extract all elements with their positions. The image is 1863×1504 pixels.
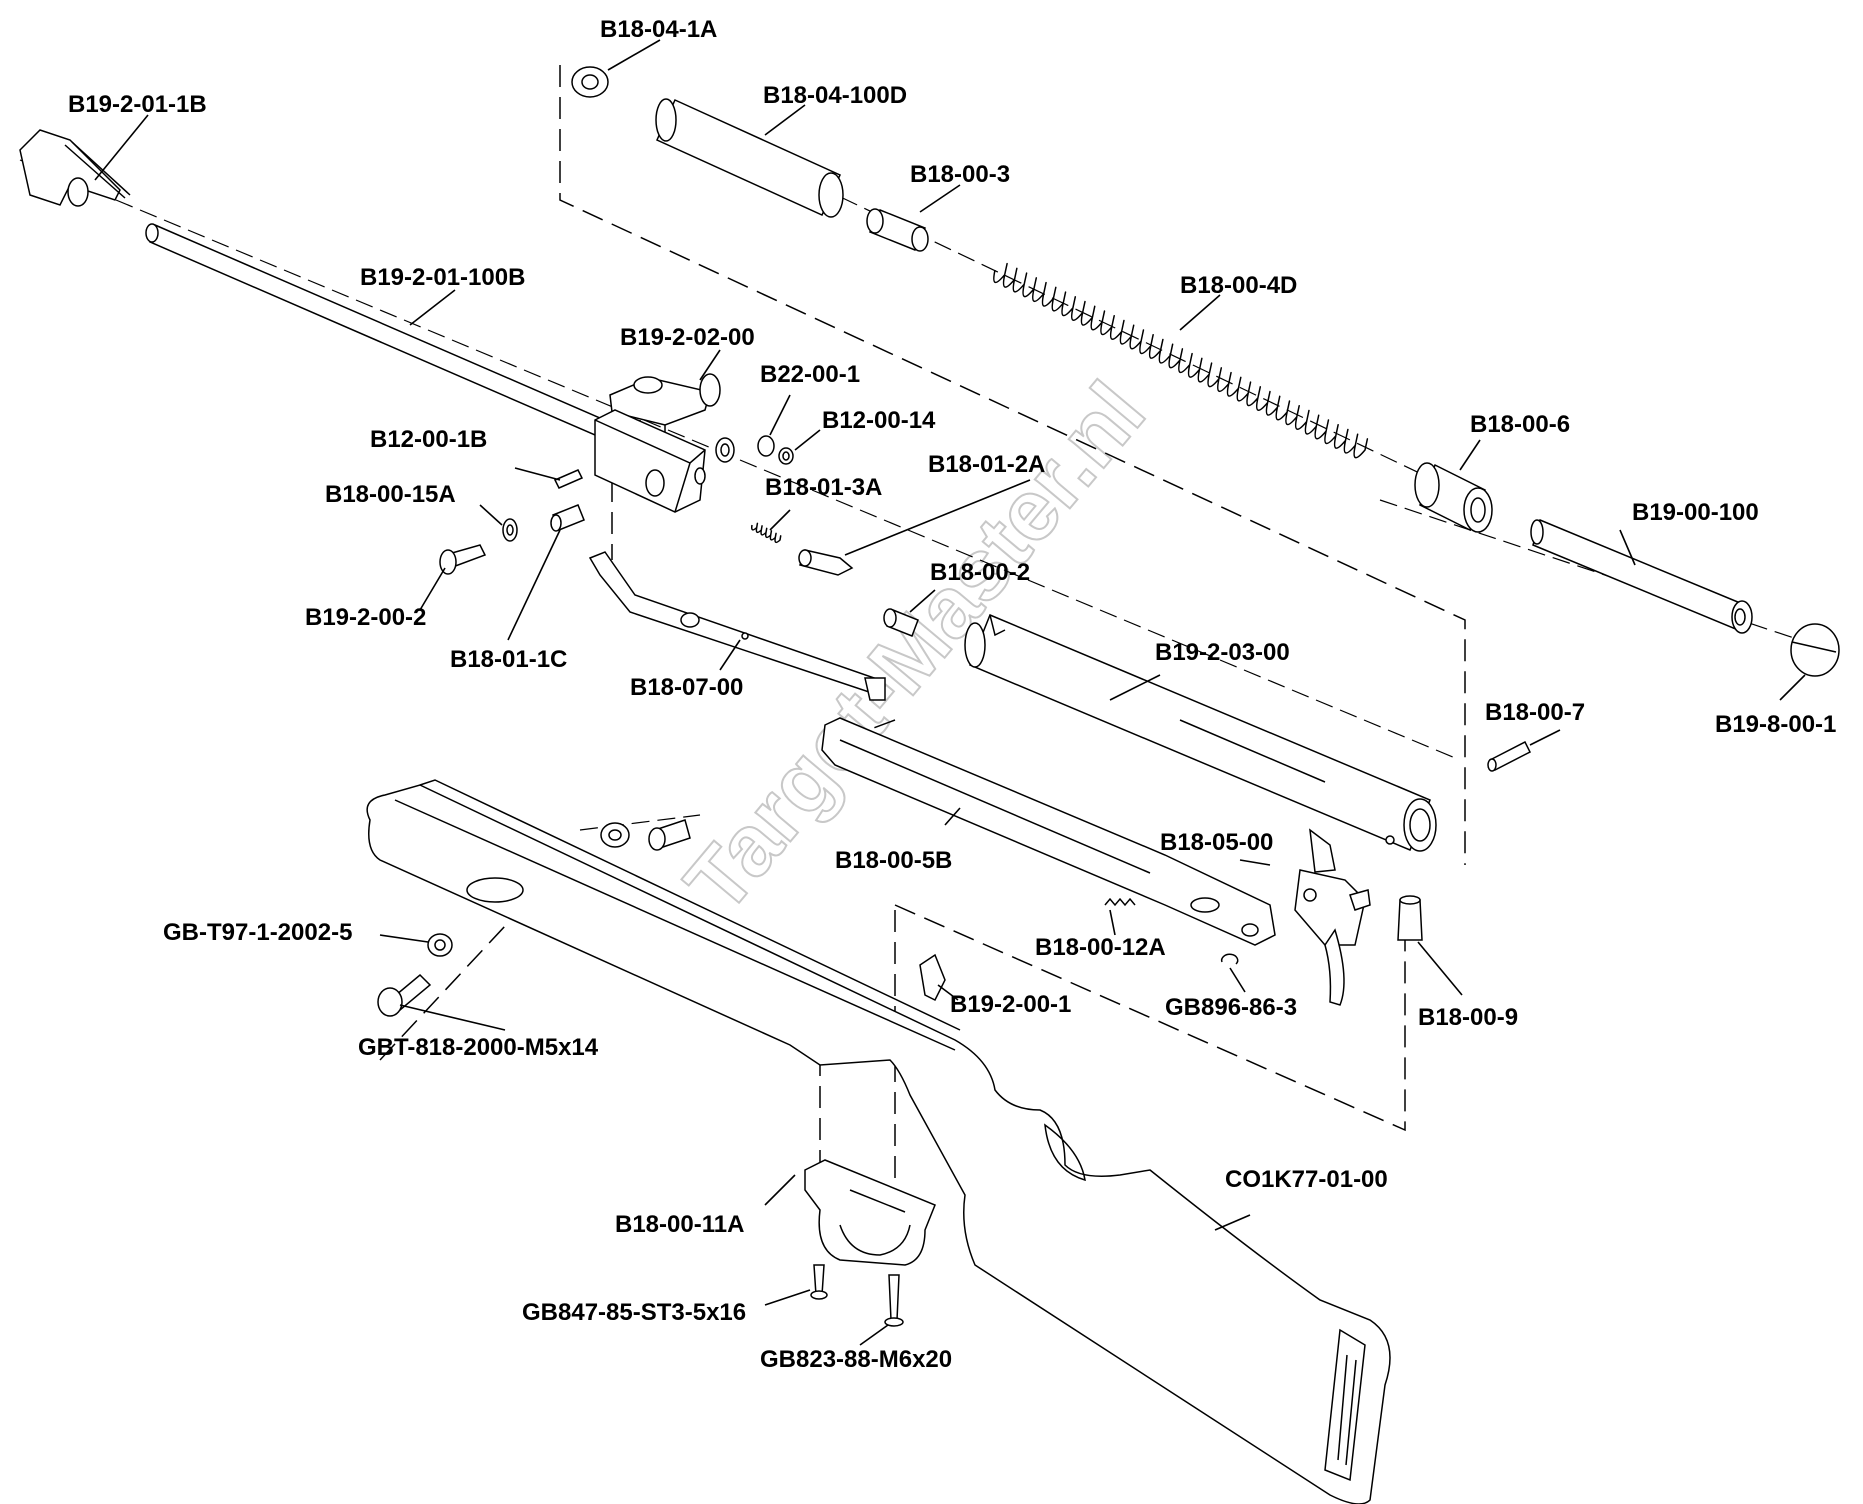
label-p16: B18-00-2	[930, 559, 1030, 586]
label-p05: B19-2-01-100B	[360, 264, 525, 291]
label-p25: GB-T97-1-2002-5	[163, 919, 352, 946]
leader-lines	[94, 39, 1806, 1346]
trigger-valve-part	[883, 608, 919, 637]
label-p33: GB847-85-ST3-5x16	[522, 1299, 746, 1326]
label-p02: B19-2-01-1B	[68, 91, 207, 118]
label-p08: B22-00-1	[760, 361, 860, 388]
label-p24: B18-00-5B	[835, 847, 952, 874]
trigger-pin-part	[1487, 740, 1532, 772]
label-p21: B18-00-7	[1485, 699, 1585, 726]
stock-screw-part	[377, 973, 432, 1017]
spring-cap-part	[1414, 462, 1493, 533]
label-p06: B18-00-4D	[1180, 272, 1297, 299]
trigger-spring-part	[1104, 897, 1136, 907]
label-p34: GB823-88-M6x20	[760, 1346, 952, 1373]
sleeve-part	[550, 504, 585, 532]
small-washer-part	[502, 518, 518, 542]
label-p26: B18-00-12A	[1035, 934, 1166, 961]
label-p09: B12-00-14	[822, 407, 936, 434]
label-p29: B18-00-9	[1418, 1004, 1518, 1031]
label-p27: B19-2-00-1	[950, 991, 1071, 1018]
label-p04: B18-00-3	[910, 161, 1010, 188]
trigger-guard-part	[804, 1159, 936, 1266]
label-p01: B18-04-1A	[600, 16, 717, 43]
detent-part	[798, 549, 854, 576]
safety-clip-part	[919, 953, 946, 1002]
mainspring-part	[993, 262, 1369, 459]
label-p31: CO1K77-01-00	[1225, 1166, 1388, 1193]
compression-tube-part	[964, 614, 1437, 852]
label-p14: B18-01-3A	[765, 474, 882, 501]
label-p32: B18-00-11A	[615, 1211, 744, 1238]
label-p28: GB896-86-3	[1165, 994, 1297, 1021]
label-p15: B19-00-100	[1632, 499, 1759, 526]
cocking-link-part	[588, 551, 886, 701]
stock-part	[366, 779, 1391, 1504]
stock-washer-part	[427, 933, 453, 957]
assembly-lines	[19, 65, 1801, 1180]
barrel-part	[145, 223, 601, 437]
e-clip-part	[1220, 953, 1239, 965]
part-labels: B18-04-1A B19-2-01-1B B18-04-100D B18-00…	[68, 16, 1836, 1373]
label-p23: B18-05-00	[1160, 829, 1273, 856]
rear-sight-part	[609, 373, 721, 440]
trigger-plate-part	[821, 717, 1276, 946]
washer-parts	[715, 435, 794, 465]
guard-screw-large-part	[884, 1274, 904, 1327]
adjuster-screw-part	[1397, 895, 1423, 941]
label-p30: GBT-818-2000-M5x14	[358, 1034, 599, 1061]
label-p10: B12-00-1B	[370, 426, 487, 453]
pivot-pin-part	[553, 469, 584, 489]
label-p13: B18-00-15A	[325, 481, 456, 508]
trigger-assembly-part	[1294, 828, 1371, 1006]
label-p22: B19-8-00-1	[1715, 711, 1836, 738]
stock-washer-screw	[600, 819, 691, 851]
spring-guide-part	[866, 208, 929, 252]
pivot-bolt-part	[439, 544, 487, 575]
end-knob-part	[1790, 623, 1840, 677]
front-sight-part	[19, 129, 131, 207]
label-p17: B19-2-00-2	[305, 604, 426, 631]
end-rod-part	[1530, 518, 1753, 634]
label-p20: B18-07-00	[630, 674, 743, 701]
label-p07: B19-2-02-00	[620, 324, 755, 351]
label-p18: B19-2-03-00	[1155, 639, 1290, 666]
label-p11: B18-01-2A	[928, 451, 1045, 478]
label-p19: B18-01-1C	[450, 646, 567, 673]
guard-screw-small-part	[810, 1264, 828, 1300]
piston-part	[655, 98, 844, 218]
label-p12: B18-00-6	[1470, 411, 1570, 438]
label-p03: B18-04-100D	[763, 82, 907, 109]
seal-washer-part	[571, 66, 609, 98]
detent-spring-part	[751, 522, 782, 544]
breech-block-part	[594, 409, 706, 513]
